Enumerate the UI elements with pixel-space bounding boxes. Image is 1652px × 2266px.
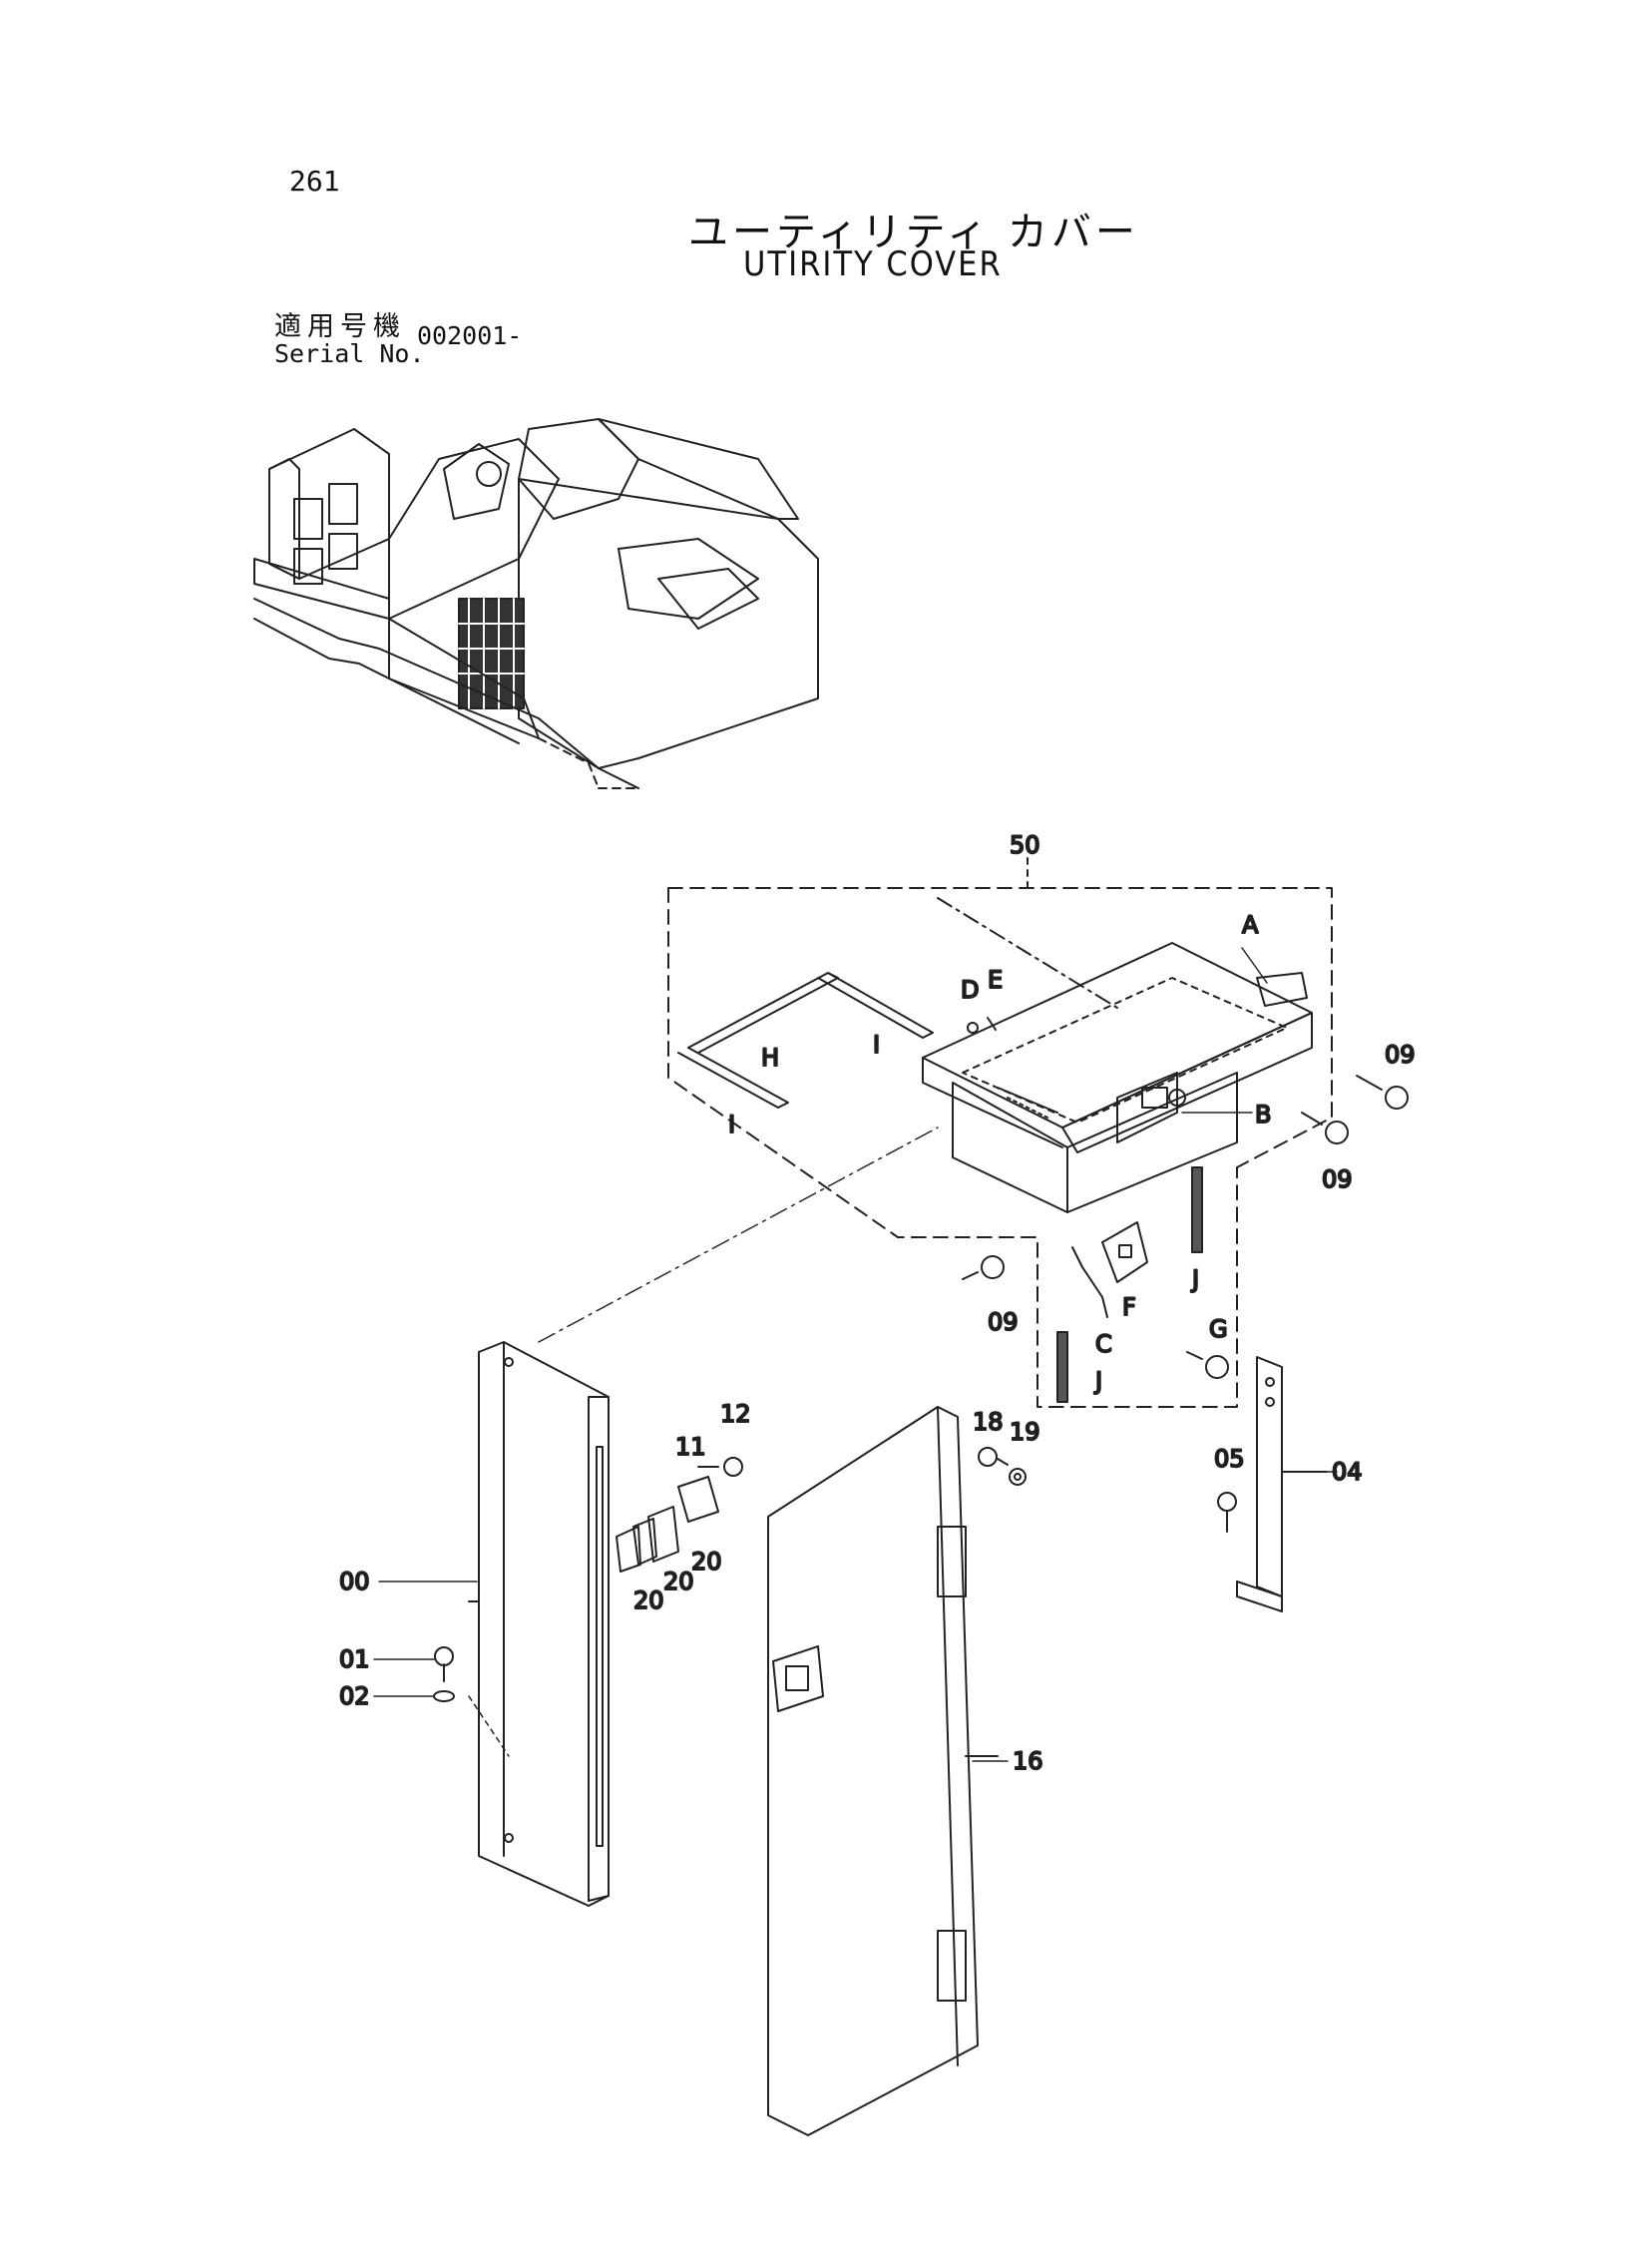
callout-g: G [1209, 1315, 1228, 1343]
callout-j-1: J [1190, 1265, 1199, 1293]
callout-02: 02 [339, 1682, 370, 1710]
clip-d-e [967, 1017, 997, 1034]
machine-overview-illustration [253, 418, 819, 789]
callout-09-a: 09 [1385, 1041, 1416, 1069]
utility-box-body [922, 942, 1313, 1213]
page-number: 261 [289, 165, 340, 198]
callout-e: E [988, 966, 1003, 994]
callout-j-2: J [1093, 1367, 1102, 1395]
callout-18: 18 [973, 1408, 1004, 1436]
callout-50: 50 [1010, 831, 1040, 859]
bracket-04 [1236, 1356, 1328, 1612]
panel-00 [468, 1341, 610, 1907]
bracket-f [1101, 1221, 1148, 1283]
callout-i-1: I [873, 1031, 880, 1059]
hinge-parts [616, 1476, 719, 1573]
assembly-50-group [667, 857, 1333, 1408]
callout-09-b: 09 [1322, 1165, 1353, 1193]
serial-label-english: Serial No. [274, 339, 425, 368]
callout-20-b: 20 [663, 1568, 694, 1595]
callout-b: B [1255, 1101, 1271, 1129]
serial-number-value: 002001- [417, 321, 523, 350]
callout-16: 16 [1013, 1747, 1043, 1775]
rod-c [1071, 1246, 1108, 1318]
callout-04: 04 [1332, 1458, 1363, 1486]
callout-11: 11 [675, 1433, 706, 1461]
callout-a: A [1242, 911, 1259, 939]
callout-20-c: 20 [633, 1586, 664, 1614]
callout-f: F [1122, 1293, 1136, 1321]
strip-j [1056, 1166, 1203, 1403]
callout-09-c: 09 [988, 1308, 1019, 1336]
callout-d: D [961, 976, 979, 1004]
callout-h: H [761, 1044, 779, 1072]
callout-c: C [1095, 1330, 1112, 1358]
serial-label-japanese: 適用号機 [274, 311, 406, 342]
callout-12: 12 [720, 1400, 751, 1428]
callouts: 50 A B C D E F G H I I J J 09 09 09 04 0… [338, 830, 1417, 1776]
callout-01: 01 [339, 1645, 370, 1673]
diagram-title-english: UTIRITY COVER [743, 244, 1003, 284]
callout-20-a: 20 [691, 1548, 722, 1576]
callout-05: 05 [1214, 1445, 1245, 1473]
door-16 [767, 1406, 999, 2136]
diagram-title-japanese: ユーティリティ カバー [688, 210, 1139, 255]
seal-strip-h [677, 972, 934, 1109]
callout-19: 19 [1010, 1418, 1040, 1446]
bolt-icons [433, 1075, 1409, 1702]
leader-lines [373, 947, 1338, 1762]
callout-00: 00 [339, 1568, 370, 1595]
callout-i-2: I [728, 1111, 735, 1138]
